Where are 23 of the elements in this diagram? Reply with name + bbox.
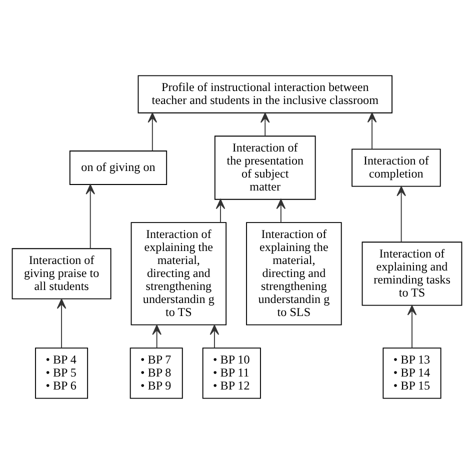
node-box: • BP 13 • BP 14 • BP 15 xyxy=(382,348,442,399)
arrow xyxy=(216,198,226,223)
arrow xyxy=(86,184,95,250)
node-box: Interaction of explaining the material, directing and strengthening understandin g to SLS xyxy=(246,222,342,326)
node-box: • BP 7 • BP 8 • BP 9 xyxy=(130,348,183,399)
arrow xyxy=(396,186,406,242)
arrow xyxy=(148,112,158,152)
node-box: on of giving on xyxy=(69,150,168,185)
arrow xyxy=(367,112,377,150)
node-box: Interaction of giving praise to all students xyxy=(12,248,112,300)
arrow xyxy=(260,112,270,136)
arrow xyxy=(407,305,417,349)
arrow xyxy=(56,298,66,349)
node-box: • BP 4 • BP 5 • BP 6 xyxy=(35,348,88,399)
node-box: Interaction of the presentation of subject matter xyxy=(214,136,316,200)
node-box: Interaction of explaining the material, directing and strengthening understandin g to TS xyxy=(130,222,227,326)
node-box: Profile of instructional interaction between teacher and students in the inclusive classroom xyxy=(138,75,392,114)
arrow xyxy=(210,324,220,349)
node-box: Interaction of explaining and reminding tasks to TS xyxy=(362,242,462,306)
arrow xyxy=(152,324,162,349)
node-box: Interaction of completion xyxy=(352,148,441,187)
arrow xyxy=(276,198,286,223)
node-box: • BP 10 • BP 11 • BP 12 xyxy=(202,348,261,399)
